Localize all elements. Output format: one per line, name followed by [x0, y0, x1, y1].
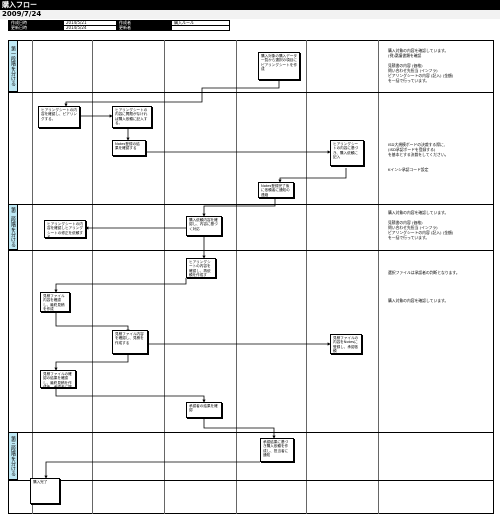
process-box-text: Notes登録完了後に依頼者に通知の連絡	[261, 184, 290, 197]
flow-title: 購入フロー	[2, 1, 37, 9]
process-box-text: 見積ファイルの内容をNotesに登録し、承認依頼	[333, 336, 359, 354]
row-divider	[8, 480, 494, 481]
phase-label-2: 第二段階を分ける	[8, 204, 18, 250]
column-divider	[32, 40, 33, 514]
meta-value: 2014/5/24	[63, 25, 117, 31]
phase-label-1: 第一段階を分ける	[8, 40, 18, 92]
row-divider	[8, 432, 494, 433]
process-box-text: 見積ファイル内容を確認し、最終見積を作成	[43, 294, 65, 312]
process-box: ヒアリングシートの内容に問題がなければ購入依頼に記入する。	[112, 106, 152, 128]
column-divider	[378, 40, 379, 514]
process-box: 承認者の結果を確認	[186, 402, 222, 418]
row-divider	[8, 204, 494, 205]
process-box-text: 承認者の結果を確認	[189, 404, 218, 413]
note-text: 購入対象の内容を確認しています。	[388, 298, 449, 303]
note-text: 購入対象の内容を確認しています。 (例)稟議書類を確認 見積書の内容 (価格) …	[388, 48, 454, 83]
column-divider	[92, 40, 93, 514]
process-box-text: 見積ファイル内容を確認し、見積を作成する	[115, 332, 144, 345]
process-box-text: 承認結果に基づき購入依頼を作成し、担当者に通知	[263, 440, 289, 458]
process-box: 購入対象の購入データ一覧から選択の項目にピアリングシートを作成	[258, 52, 300, 80]
process-box-text: 購入完了	[33, 480, 48, 484]
phase-label-text: 第三段階を分ける	[10, 436, 16, 476]
meta-label: 更新者	[116, 25, 172, 31]
process-box-text: 購入対象の購入データ一覧から選択の項目にピアリングシートを作成	[261, 54, 297, 72]
process-box: Notes登録完了後に依頼者に通知の連絡	[258, 182, 294, 198]
phase-label-text: 第二段階を分ける	[10, 207, 16, 247]
process-box: 承認結果に基づき購入依頼を作成し、担当者に通知	[260, 438, 294, 462]
flow-date: 2009/7/24	[2, 10, 42, 18]
phase-label-text: 第一段階を分ける	[10, 46, 16, 86]
note-text: 購入対象の内容を確認しています。 見積書の内容 (価格) 問い合わせ先担当 (イ…	[388, 210, 454, 240]
note-text: 選択ファイルは承認者の判断となります。	[388, 270, 460, 275]
process-box: ヒアリングシートの内容を確認し、ピアリングする。	[38, 106, 80, 128]
process-box: 購入依頼内容を確認し、内容に基づく対応	[186, 216, 222, 236]
meta-row: 更新日時 2014/5/24 更新者	[8, 25, 230, 31]
process-box-text: ヒアリングシートの内容に基づき、購入依頼に記入	[333, 142, 359, 160]
process-box: ヒアリングシートの内容を確認しヒアリングシートの修正を依頼する。	[44, 220, 86, 238]
phase-label-3: 第三段階を分ける	[8, 432, 18, 480]
process-box-text: ヒアリングシートの内容を確認し、再依頼を作成する。	[189, 260, 211, 278]
process-box-text: ヒアリングシートの内容に問題がなければ購入依頼に記入する。	[115, 108, 148, 126]
column-divider	[306, 40, 307, 514]
process-box: ヒアリングシートの内容に基づき、購入依頼に記入	[330, 140, 364, 166]
date-bar: 2009/7/24	[0, 10, 500, 19]
note-text: ISD大規模ボードの決裁する際に、 (ISD承認ボードを登録する) を基本とする…	[388, 142, 449, 172]
process-box: 見積ファイルの内容をNotesに登録し、承認依頼	[330, 334, 362, 354]
title-bar: 購入フロー	[0, 0, 500, 10]
row-divider	[8, 92, 494, 93]
process-box: 見積ファイル内容を確認し、見積を作成する	[112, 330, 148, 354]
process-box-text: 購入依頼内容を確認し、内容に基づく対応	[189, 218, 218, 231]
process-box: Notes登録の結果を確認する	[112, 140, 146, 156]
process-box-text: 見積ファイルの確認の結果を確認し、最終見積を作成後、承認者に提出	[43, 372, 72, 388]
process-box: 見積ファイルの確認の結果を確認し、最終見積を作成後、承認者に提出	[40, 370, 76, 388]
row-divider	[8, 250, 494, 251]
meta-label: 更新日時	[8, 25, 64, 31]
swimlane-frame	[8, 40, 494, 514]
column-divider	[236, 40, 237, 514]
column-divider	[164, 40, 165, 514]
process-box-text: ヒアリングシートの内容を確認しヒアリングシートの修正を依頼する。	[47, 222, 83, 238]
process-box: 見積ファイル内容を確認し、最終見積を作成	[40, 292, 70, 312]
process-box: 購入完了	[30, 478, 60, 504]
meta-table: 作成日時 2014/5/21 作成者 購入ルール 更新日時 2014/5/24 …	[8, 20, 230, 31]
process-box-text: ヒアリングシートの内容を確認し、ピアリングする。	[41, 108, 77, 121]
process-box: ヒアリングシートの内容を確認し、再依頼を作成する。	[186, 258, 216, 278]
process-box-text: Notes登録の結果を確認する	[115, 142, 140, 151]
meta-value	[171, 25, 230, 31]
